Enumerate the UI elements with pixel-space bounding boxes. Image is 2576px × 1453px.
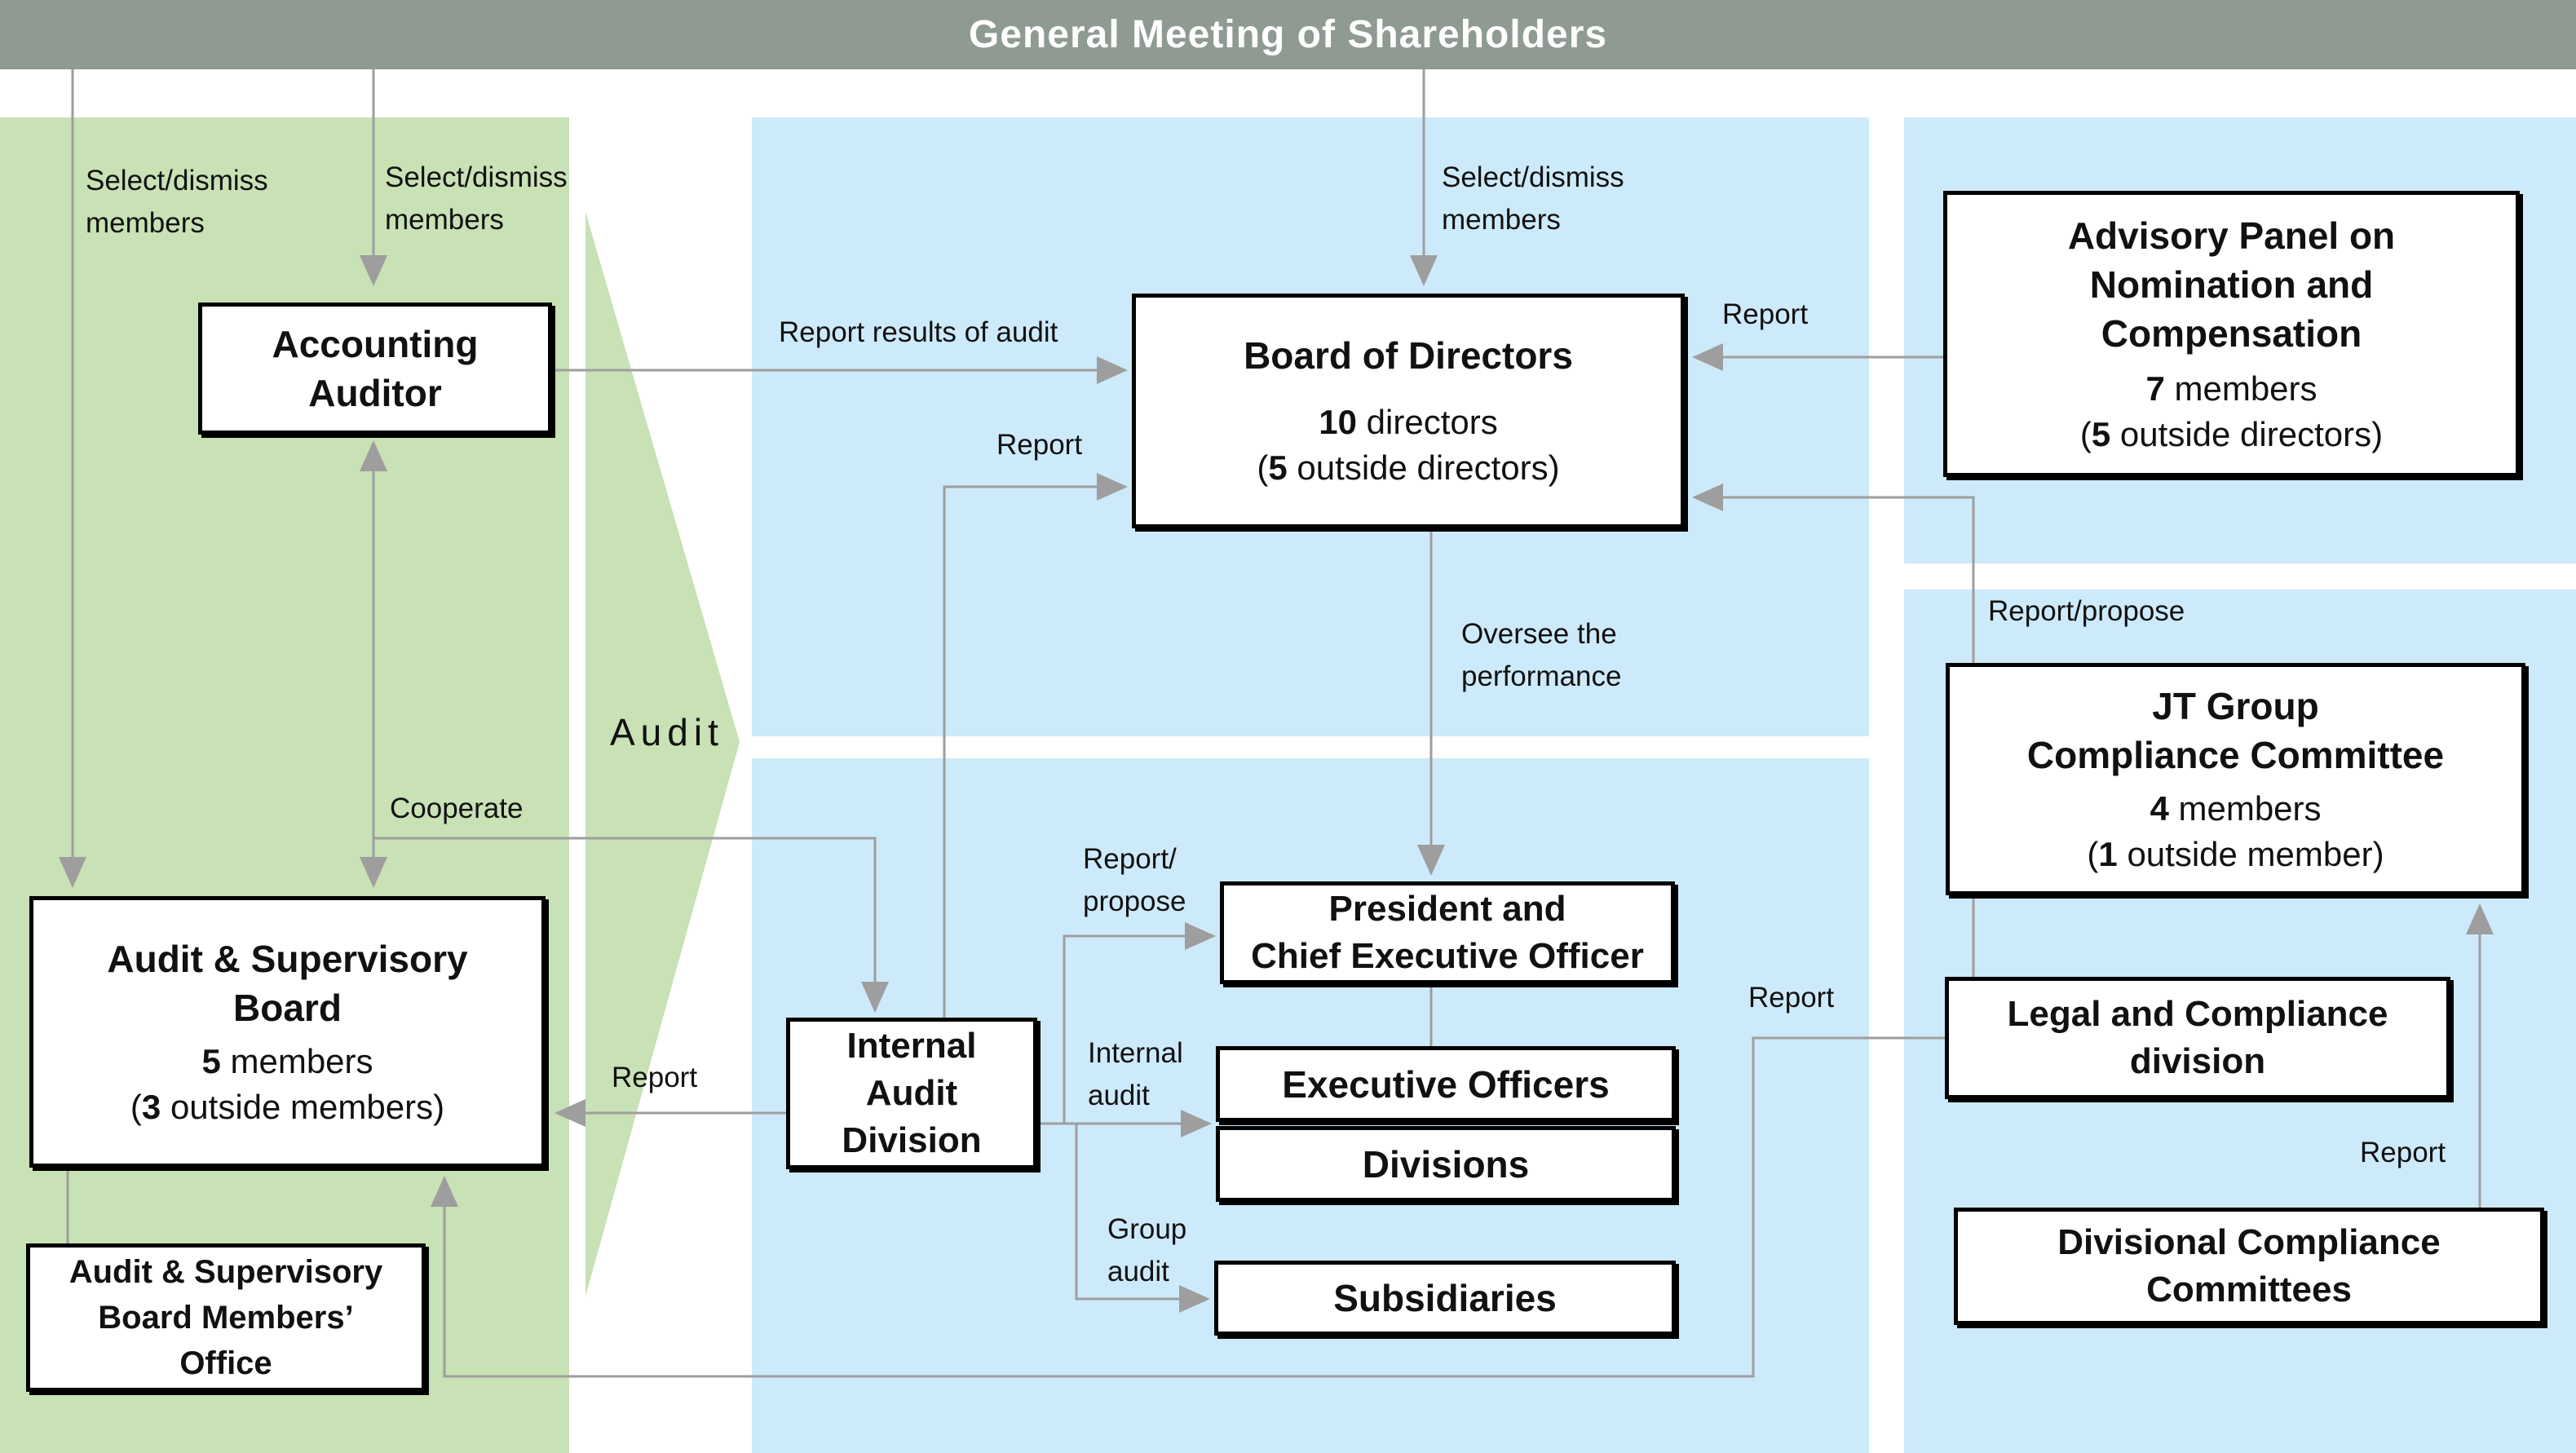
asb-members-line: 5 members [201,1039,373,1084]
advisory-outside-count: 5 [2091,414,2111,453]
jt-compliance-title: JT Group Compliance Committee [2026,684,2445,776]
asb-title: Audit & Supervisory Board [107,937,468,1029]
jt-outside-count: 1 [2098,834,2118,873]
board-members-line: 10 directors [1319,400,1497,445]
executive-officers-title: Executive Officers [1282,1062,1610,1106]
advisory-members-post: members [2164,369,2318,408]
edge-label-audit: Audit [610,711,724,753]
internal-audit-division-title: Internal Audit Division [842,1026,982,1160]
header-bar: General Meeting of Shareholders [0,0,2576,69]
asb-members-office-title: Audit & Supervisory Board Members’ Offic… [68,1254,383,1381]
edge-label-report-propose-jt-to-board: Report/propose [1988,595,2185,627]
divisional-compliance-committees-box: Divisional Compliance Committees [1954,1208,2544,1325]
jt-outside-post: outside member) [2117,834,2384,873]
jt-outside-line: (1 outside member) [2087,832,2384,877]
audit-arrow-shape [585,212,740,1296]
divisional-compliance-title: Divisional Compliance Committees [2057,1222,2441,1309]
edge-label-report-iad-to-asb: Report [612,1062,698,1093]
executive-officers-box: Executive Officers [1216,1046,1676,1122]
edge-label-select-dismiss-board: Select/dismiss members [1442,161,1624,236]
edge-label-report-iad-to-board: Report [996,429,1083,461]
jt-members-post: members [2168,788,2322,828]
board-members-post: directors [1356,403,1498,441]
asb-stats: 5 members (3 outside members) [130,1039,444,1130]
jt-outside-pre: ( [2087,834,2099,873]
board-outside-line: (5 outside directors) [1257,445,1559,491]
president-ceo-title: President and Chief Executive Officer [1251,889,1644,976]
board-stats: 10 directors (5 outside directors) [1257,400,1559,491]
asb-members-post: members [220,1041,373,1080]
accounting-auditor-title: Accounting Auditor [272,323,479,414]
board-outside-count: 5 [1268,448,1288,487]
internal-audit-division-box: Internal Audit Division [786,1018,1037,1169]
subsidiaries-title: Subsidiaries [1333,1277,1557,1319]
edge-label-cooperate: Cooperate [390,793,524,824]
advisory-stats: 7 members (5 outside directors) [2080,366,2383,457]
jt-members-line: 4 members [2150,786,2321,832]
advisory-members-line: 7 members [2145,366,2317,412]
advisory-outside-post: outside directors) [2110,414,2384,453]
edge-label-select-dismiss-asb: Select/dismiss members [86,165,268,239]
audit-supervisory-board-box: Audit & Supervisory Board 5 members (3 o… [29,896,546,1168]
advisory-outside-line: (5 outside directors) [2080,412,2383,457]
edge-label-report-legal-to-asb: Report [1748,982,1835,1014]
edge-label-internal-audit: Internal audit [1088,1037,1183,1111]
divisions-box: Divisions [1216,1126,1676,1202]
advisory-panel-box: Advisory Panel on Nomination and Compens… [1943,191,2520,477]
edge-label-group-audit: Group audit [1107,1213,1187,1287]
accounting-auditor-box: Accounting Auditor [198,303,552,435]
asb-outside-post: outside members) [161,1087,445,1126]
edge-label-report-results-of-audit: Report results of audit [779,316,1058,348]
advisory-outside-pre: ( [2079,414,2092,453]
jt-members-count: 4 [2150,788,2169,828]
asb-outside-pre: ( [130,1087,142,1126]
board-title: Board of Directors [1244,334,1573,377]
edge-label-report-propose-president: Report/ propose [1083,843,1186,917]
board-outside-post: outside directors) [1287,448,1560,487]
advisory-title: Advisory Panel on Nomination and Compens… [2067,214,2396,355]
edge-label-report-advisory-to-board: Report [1722,298,1809,330]
asb-members-count: 5 [201,1041,221,1080]
edge-label-select-dismiss-auditor: Select/dismiss members [385,161,568,236]
legal-compliance-title: Legal and Compliance division [2007,994,2388,1081]
edge-label-report-divisional-to-jt: Report [2360,1137,2446,1168]
board-of-directors-box: Board of Directors 10 directors (5 outsi… [1132,294,1685,528]
jt-compliance-stats: 4 members (1 outside member) [2087,786,2384,877]
advisory-members-count: 7 [2145,369,2165,408]
subsidiaries-box: Subsidiaries [1214,1261,1676,1336]
board-outside-pre: ( [1257,448,1269,487]
divisions-title: Divisions [1362,1142,1530,1186]
edge-label-oversee-the-performance: Oversee the performance [1461,618,1622,692]
jt-compliance-committee-box: JT Group Compliance Committee 4 members … [1946,663,2525,895]
board-members-count: 10 [1319,403,1357,441]
president-ceo-box: President and Chief Executive Officer [1220,881,1675,984]
legal-compliance-division-box: Legal and Compliance division [1945,977,2450,1099]
asb-outside-count: 3 [141,1087,161,1126]
page-title: General Meeting of Shareholders [968,13,1608,56]
asb-outside-line: (3 outside members) [130,1084,444,1130]
asb-members-office-box: Audit & Supervisory Board Members’ Offic… [26,1243,426,1392]
